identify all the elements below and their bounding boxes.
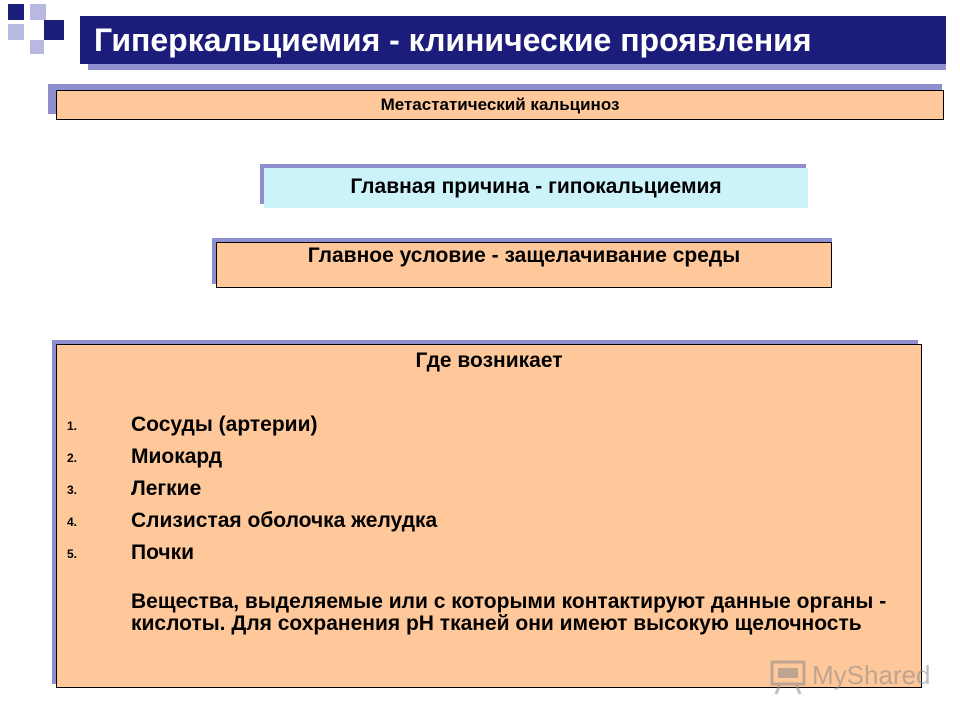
list-number: 2. <box>67 451 78 465</box>
list-text: Слизистая оболочка желудка <box>131 509 438 532</box>
list-number: 3. <box>67 483 78 497</box>
corner-square <box>30 40 44 54</box>
corner-square <box>30 4 46 20</box>
list-number: 5. <box>67 547 78 561</box>
corner-square <box>8 24 24 40</box>
list-text: Сосуды (артерии) <box>131 413 318 436</box>
where-box: Где возникает 1. Сосуды (артерии) 2. Мио… <box>56 344 922 688</box>
subtitle-box: Метастатический кальциноз <box>56 90 944 120</box>
where-heading: Где возникает <box>415 349 563 372</box>
watermark-text: MyShared <box>812 660 931 690</box>
corner-square <box>8 4 24 20</box>
where-note: Вещества, выделяемые или с которыми конт… <box>131 590 887 635</box>
main-condition-box: Главное условие - защелачивание среды <box>216 242 832 288</box>
page-title: Гиперкальциемия - клинические проявления <box>80 16 946 64</box>
list-number: 4. <box>67 515 78 529</box>
corner-square <box>44 20 64 40</box>
list-text: Миокард <box>131 445 223 468</box>
list-number: 1. <box>67 419 78 433</box>
list-text: Почки <box>131 541 195 564</box>
list-text: Легкие <box>131 477 202 500</box>
main-cause-box: Главная причина - гипокальциемия <box>264 168 808 208</box>
presentation-board-icon <box>770 660 806 695</box>
watermark: MyShared <box>768 656 931 696</box>
